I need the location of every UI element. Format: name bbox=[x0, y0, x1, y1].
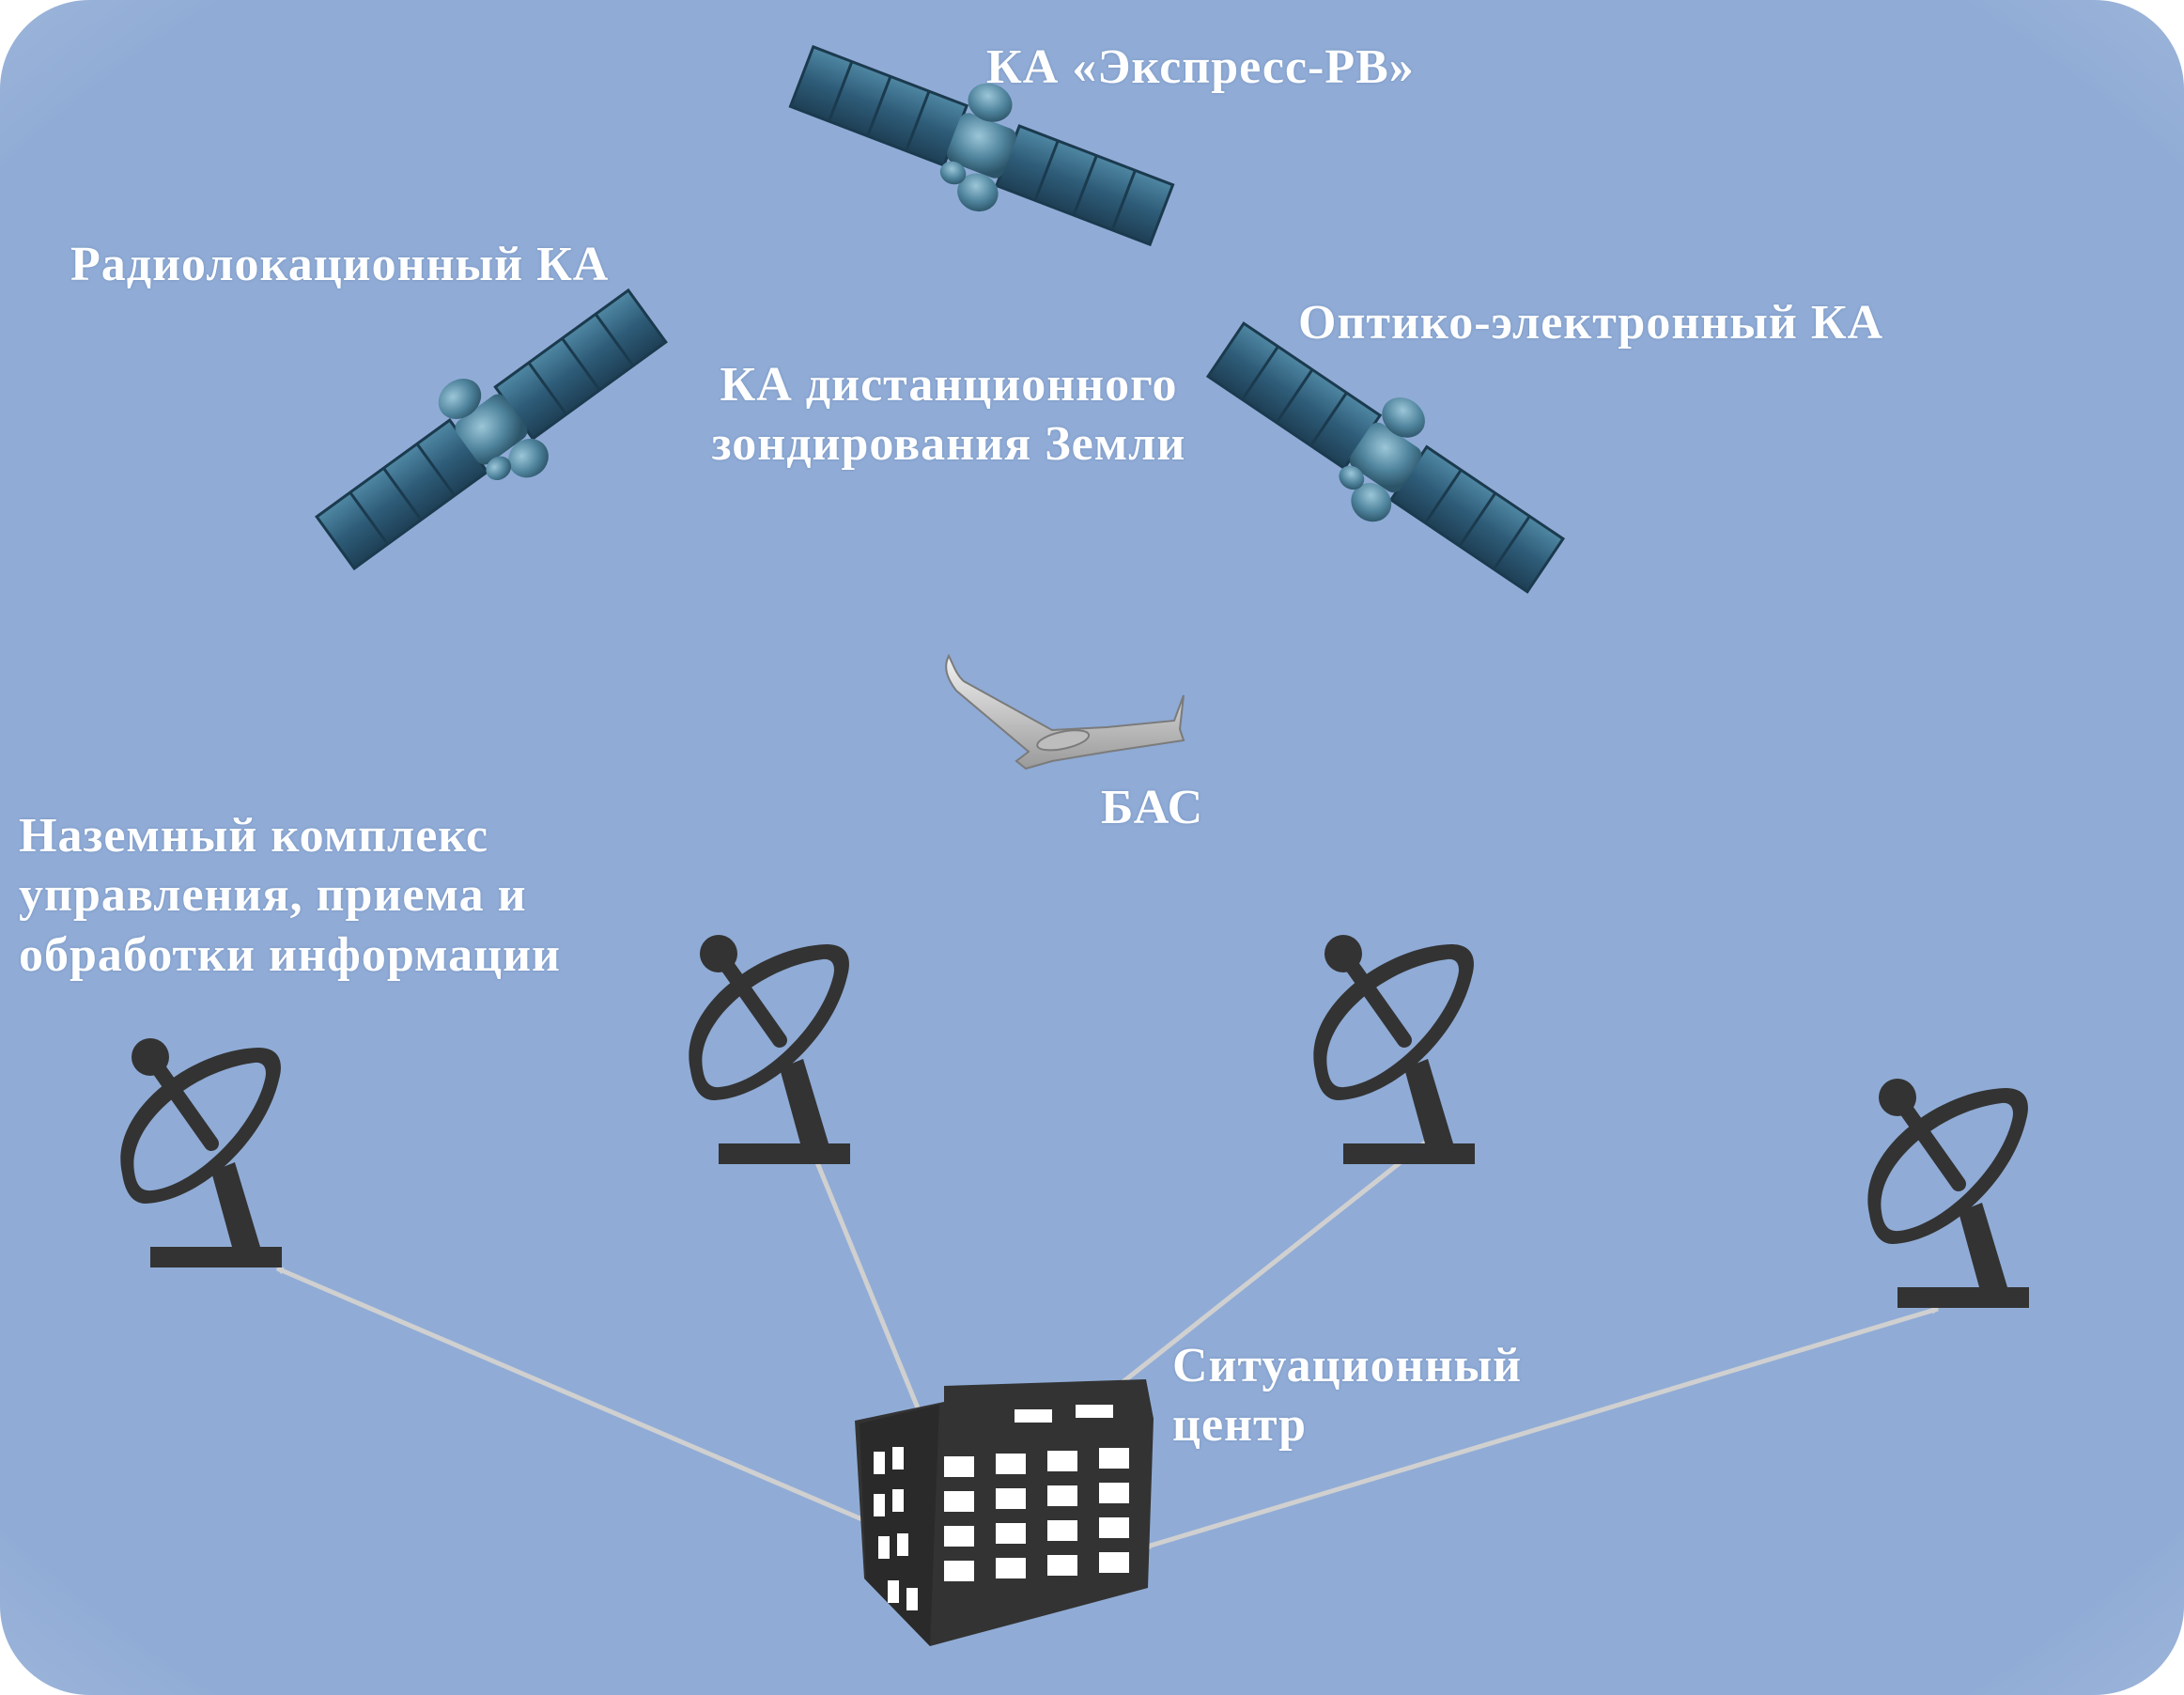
uav-icon bbox=[945, 653, 1185, 770]
arrow-antenna-1 bbox=[275, 1266, 892, 1534]
label-ground-complex-line2: управления, приема и bbox=[19, 868, 527, 923]
label-express-rv: КА «Экспресс-РВ» bbox=[986, 40, 1415, 94]
building-icon bbox=[855, 1379, 1154, 1646]
building-window bbox=[1076, 1405, 1113, 1418]
building-window bbox=[1047, 1485, 1077, 1506]
building-window bbox=[1099, 1483, 1129, 1503]
label-situation-center-line1: Ситуационный bbox=[1172, 1339, 1523, 1392]
building-window bbox=[1099, 1517, 1129, 1538]
building-window bbox=[874, 1452, 885, 1474]
label-remote-sensing: КА дистанционного зондирования Земли bbox=[648, 355, 1249, 474]
building-window bbox=[996, 1454, 1026, 1474]
label-ground-complex: Наземный комплекс управления, приема и о… bbox=[19, 806, 561, 985]
building-window bbox=[897, 1533, 908, 1556]
label-ground-complex-line3: обработки информации bbox=[19, 927, 561, 982]
arrow-antenna-2 bbox=[812, 1154, 928, 1428]
building-window bbox=[1015, 1409, 1052, 1423]
building-window bbox=[944, 1526, 974, 1547]
building-window bbox=[1047, 1451, 1077, 1471]
label-situation-center-line2: центр bbox=[1172, 1398, 1308, 1453]
label-ground-complex-line1: Наземный комплекс bbox=[19, 809, 489, 863]
building-window bbox=[996, 1523, 1026, 1544]
label-radar-satellite: Радиолокационный КА bbox=[70, 238, 610, 291]
building-window bbox=[944, 1491, 974, 1512]
building-window bbox=[944, 1456, 974, 1477]
building-window bbox=[996, 1558, 1026, 1578]
building-window bbox=[1099, 1448, 1129, 1469]
building-window bbox=[1047, 1520, 1077, 1541]
building-window bbox=[1047, 1555, 1077, 1576]
building-window bbox=[906, 1588, 918, 1610]
label-remote-sensing-line1: КА дистанционного bbox=[720, 358, 1178, 412]
building-window bbox=[1099, 1552, 1129, 1573]
label-remote-sensing-line2: зондирования Земли bbox=[711, 417, 1186, 472]
building-window bbox=[874, 1494, 885, 1516]
connection-arrows bbox=[275, 1135, 1940, 1550]
building-window bbox=[878, 1536, 890, 1559]
building-window bbox=[944, 1561, 974, 1581]
label-uav: БАС bbox=[1101, 781, 1204, 834]
building-window bbox=[996, 1488, 1026, 1509]
building-window bbox=[892, 1489, 904, 1512]
arrow-antenna-4 bbox=[1142, 1306, 1940, 1550]
label-situation-center: Ситуационный центр bbox=[1172, 1336, 1522, 1455]
label-optical-satellite: Оптико-электронный КА bbox=[1298, 296, 1884, 350]
building-window bbox=[892, 1447, 904, 1470]
building-window bbox=[888, 1580, 899, 1603]
